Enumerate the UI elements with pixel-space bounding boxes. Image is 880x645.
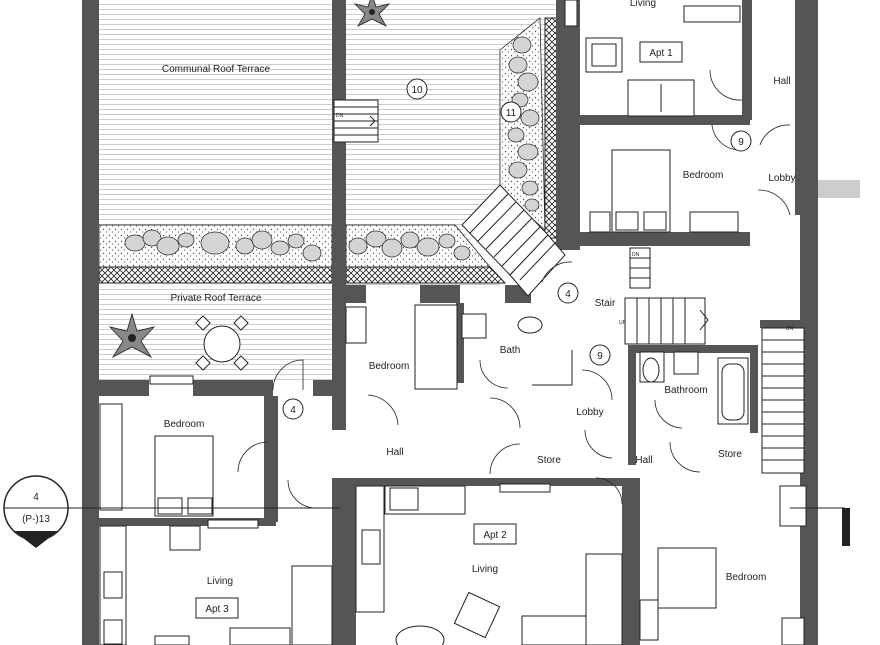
marker-9-top: 9: [730, 130, 752, 152]
planting-rocks: [124, 36, 540, 262]
stair-diagonal: [461, 184, 566, 297]
stair-terrace: [333, 99, 379, 143]
apt3-tag-box: [195, 597, 239, 619]
label-apt3-bedroom: Bedroom: [164, 419, 205, 430]
apt2-tag-box: [473, 523, 517, 545]
label-lobby-center: Lobby: [576, 407, 603, 418]
label-apt1-bedroom: Bedroom: [683, 170, 724, 181]
marker-10: 10: [406, 78, 428, 100]
label-apt2-bedroom: Bedroom: [726, 572, 767, 583]
label-bedroom-center: Bedroom: [369, 361, 410, 372]
label-lobby-east: Lobby: [768, 173, 795, 184]
label-private-roof-terrace: Private Roof Terrace: [171, 293, 262, 304]
label-apt1-living: Living: [630, 0, 656, 9]
label-apt1-hall: Hall: [773, 76, 790, 87]
svg-text:9: 9: [738, 137, 744, 148]
apt2-furniture: [355, 485, 805, 645]
apt3-furniture: [99, 403, 333, 645]
stair-central: [624, 247, 709, 345]
door-swings: [237, 69, 791, 509]
stair-dn-label-right: DN: [786, 326, 794, 332]
label-bath: Bath: [500, 345, 521, 356]
label-apt2-living: Living: [472, 564, 498, 575]
label-apt3: Apt 3: [205, 604, 229, 615]
label-bathroom: Bathroom: [664, 385, 707, 396]
label-apt3-living: Living: [207, 576, 233, 587]
external-wall-stub: [818, 180, 860, 198]
label-store-right: Store: [718, 449, 742, 460]
svg-text:9: 9: [597, 351, 603, 362]
star-plant-north: [353, 0, 391, 27]
windows: [149, 0, 807, 529]
marker-4-hall: 4: [282, 398, 304, 420]
marker-4-stair: 4: [557, 282, 579, 304]
label-apt2: Apt 2: [483, 530, 507, 541]
svg-text:11: 11: [506, 108, 517, 119]
center-bedroom-furniture: [345, 304, 749, 425]
section-marker-number: 4: [33, 492, 39, 503]
walls: [82, 0, 818, 645]
apt1-tag-box: [639, 41, 683, 63]
stair-right: [761, 327, 805, 474]
label-store-center: Store: [537, 455, 561, 466]
marker-11: 11: [500, 101, 522, 123]
outdoor-table-set: [195, 315, 249, 371]
label-apt1: Apt 1: [649, 48, 673, 59]
stair-dn-label-lobby: DN: [632, 252, 640, 258]
label-communal-roof-terrace: Communal Roof Terrace: [162, 64, 271, 75]
label-hall-left: Hall: [386, 447, 403, 458]
marker-9-lobby: 9: [589, 344, 611, 366]
section-marker-sheet: (P-)13: [22, 514, 50, 525]
stair-dn-label-terrace: DN: [336, 113, 344, 119]
label-hall-right: Hall: [635, 455, 652, 466]
svg-text:4: 4: [565, 289, 571, 300]
stair-up-label: UP: [619, 320, 627, 326]
label-stair: Stair: [595, 298, 616, 309]
star-plant-private-terrace: [108, 312, 156, 359]
svg-text:10: 10: [411, 85, 423, 96]
svg-text:4: 4: [290, 405, 296, 416]
apt1-furniture: [585, 37, 739, 233]
section-marker: 4 (P-)13: [3, 475, 850, 548]
